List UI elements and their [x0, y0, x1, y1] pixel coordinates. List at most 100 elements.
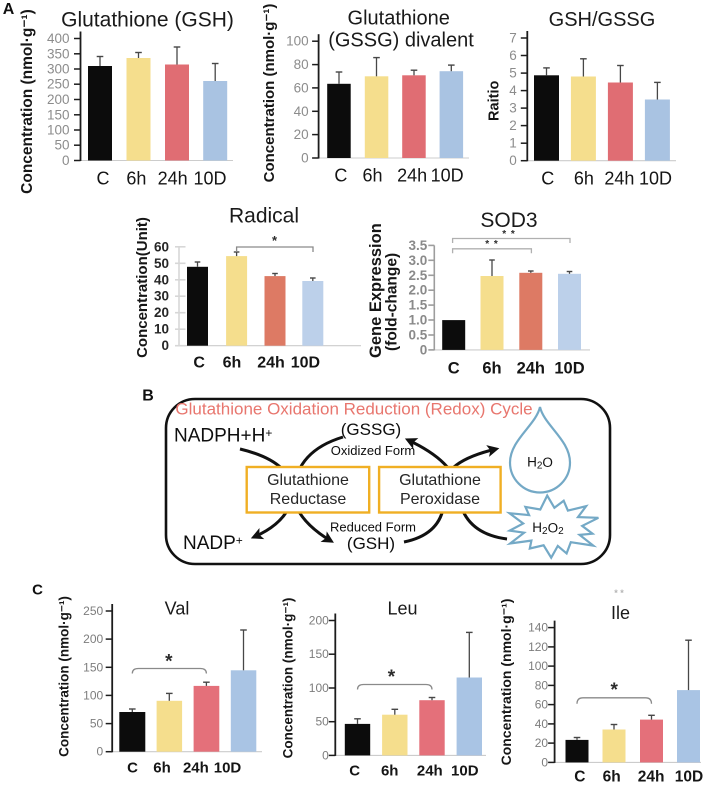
svg-text:24h: 24h: [417, 763, 443, 780]
svg-text:6h: 6h: [223, 355, 242, 372]
svg-text:0: 0: [62, 153, 70, 168]
svg-text:SOD3: SOD3: [480, 209, 537, 232]
svg-text:Concentration (nmol·g⁻¹): Concentration (nmol·g⁻¹): [498, 599, 514, 766]
svg-text:150: 150: [83, 660, 103, 674]
svg-text:10D: 10D: [214, 760, 242, 777]
svg-text:0: 0: [97, 745, 104, 759]
svg-text:4: 4: [509, 83, 517, 98]
svg-text:200: 200: [309, 614, 329, 628]
svg-text:200: 200: [83, 632, 103, 646]
svg-text:C: C: [127, 760, 138, 777]
svg-text:0: 0: [301, 151, 309, 166]
svg-text:Glutathione Oxidation Reductio: Glutathione Oxidation Reduction (Redox) …: [175, 400, 532, 419]
svg-text:C: C: [97, 169, 110, 189]
svg-text:7: 7: [509, 31, 517, 46]
svg-text:(GSSG): (GSSG): [341, 420, 401, 439]
svg-text:*: *: [610, 680, 618, 701]
svg-text:20: 20: [535, 736, 549, 750]
svg-text:150: 150: [47, 107, 70, 122]
svg-text:Peroxidase: Peroxidase: [400, 491, 480, 508]
svg-text:C: C: [349, 763, 360, 780]
svg-text:0: 0: [541, 755, 548, 769]
svg-text:60: 60: [535, 698, 549, 712]
svg-text:80: 80: [294, 57, 309, 72]
svg-text:* *: * *: [502, 229, 516, 240]
svg-text:6h: 6h: [482, 360, 501, 378]
svg-text:C: C: [32, 582, 43, 599]
svg-text:0: 0: [509, 153, 517, 168]
svg-text:*: *: [388, 667, 396, 688]
svg-text:C: C: [541, 169, 554, 189]
svg-text:200: 200: [47, 92, 70, 107]
svg-text:24h: 24h: [517, 360, 545, 378]
svg-text:10D: 10D: [451, 763, 479, 780]
svg-text:0: 0: [161, 338, 169, 353]
svg-text:10D: 10D: [554, 360, 584, 378]
svg-text:0: 0: [322, 748, 329, 762]
svg-text:60: 60: [294, 80, 309, 95]
svg-text:10D: 10D: [675, 769, 703, 786]
svg-text:A: A: [3, 1, 15, 18]
svg-text:Reductase: Reductase: [270, 491, 347, 508]
svg-text:NADP+: NADP+: [183, 533, 243, 554]
svg-text:Oxidized Form: Oxidized Form: [331, 443, 416, 458]
svg-text:40: 40: [154, 272, 169, 287]
svg-text:Glutathione: Glutathione: [348, 8, 450, 30]
svg-text:50: 50: [54, 138, 69, 153]
svg-text:30: 30: [154, 289, 169, 304]
svg-text:(fold-change): (fold-change): [384, 253, 401, 351]
svg-text:*: *: [272, 233, 278, 248]
svg-text:140: 140: [528, 621, 548, 635]
svg-text:0.5: 0.5: [409, 328, 428, 343]
svg-text:50: 50: [154, 256, 169, 271]
svg-text:Ile: Ile: [611, 603, 630, 623]
svg-text:50: 50: [315, 715, 329, 729]
svg-text:20: 20: [154, 305, 169, 320]
svg-text:(GSSG) divalent: (GSSG) divalent: [328, 30, 474, 52]
svg-text:350: 350: [47, 46, 70, 61]
svg-text:10: 10: [154, 322, 169, 337]
svg-text:Leu: Leu: [387, 599, 417, 619]
svg-text:6: 6: [509, 48, 517, 63]
svg-text:(GSH): (GSH): [347, 534, 395, 553]
svg-text:100: 100: [528, 659, 548, 673]
svg-text:100: 100: [286, 34, 309, 49]
svg-text:Glutathione: Glutathione: [399, 472, 481, 489]
svg-text:Val: Val: [165, 599, 190, 619]
svg-text:C: C: [574, 769, 585, 786]
svg-text:6h: 6h: [362, 166, 382, 186]
svg-text:Concentration (nmol·g⁻¹): Concentration (nmol·g⁻¹): [57, 596, 72, 757]
svg-text:C: C: [334, 166, 347, 186]
svg-text:H2O2: H2O2: [532, 520, 564, 537]
svg-text:6h: 6h: [574, 169, 594, 189]
svg-text:2.5: 2.5: [409, 268, 428, 283]
svg-text:40: 40: [294, 104, 309, 119]
svg-text:0: 0: [420, 342, 428, 357]
svg-text:100: 100: [309, 681, 329, 695]
svg-text:* *: * *: [485, 239, 499, 250]
svg-text:6h: 6h: [126, 169, 146, 189]
svg-text:Concentration(Unit): Concentration(Unit): [134, 217, 151, 358]
svg-text:60: 60: [154, 239, 169, 254]
svg-text:Radical: Radical: [229, 205, 299, 228]
svg-text:Concentration (nmol·g⁻¹): Concentration (nmol·g⁻¹): [261, 4, 278, 183]
svg-text:150: 150: [309, 647, 329, 661]
svg-text:Glutathione (GSH): Glutathione (GSH): [61, 9, 234, 32]
svg-text:250: 250: [47, 77, 70, 92]
svg-text:6h: 6h: [153, 760, 171, 777]
svg-text:3: 3: [509, 101, 517, 116]
svg-text:1.5: 1.5: [409, 298, 428, 313]
svg-text:24h: 24h: [158, 169, 188, 189]
svg-text:GSH/GSSG: GSH/GSSG: [549, 9, 656, 31]
svg-text:1.0: 1.0: [409, 313, 428, 328]
svg-text:10D: 10D: [193, 169, 226, 189]
svg-text:10D: 10D: [291, 355, 320, 372]
svg-text:24h: 24h: [638, 769, 665, 786]
svg-text:Concentration (nmol·g⁻¹): Concentration (nmol·g⁻¹): [19, 9, 36, 194]
svg-text:100: 100: [47, 123, 70, 138]
svg-text:B: B: [142, 388, 154, 405]
svg-text:C: C: [193, 355, 205, 372]
svg-text:*: *: [165, 652, 173, 673]
svg-text:400: 400: [47, 31, 70, 46]
svg-text:120: 120: [528, 640, 548, 654]
